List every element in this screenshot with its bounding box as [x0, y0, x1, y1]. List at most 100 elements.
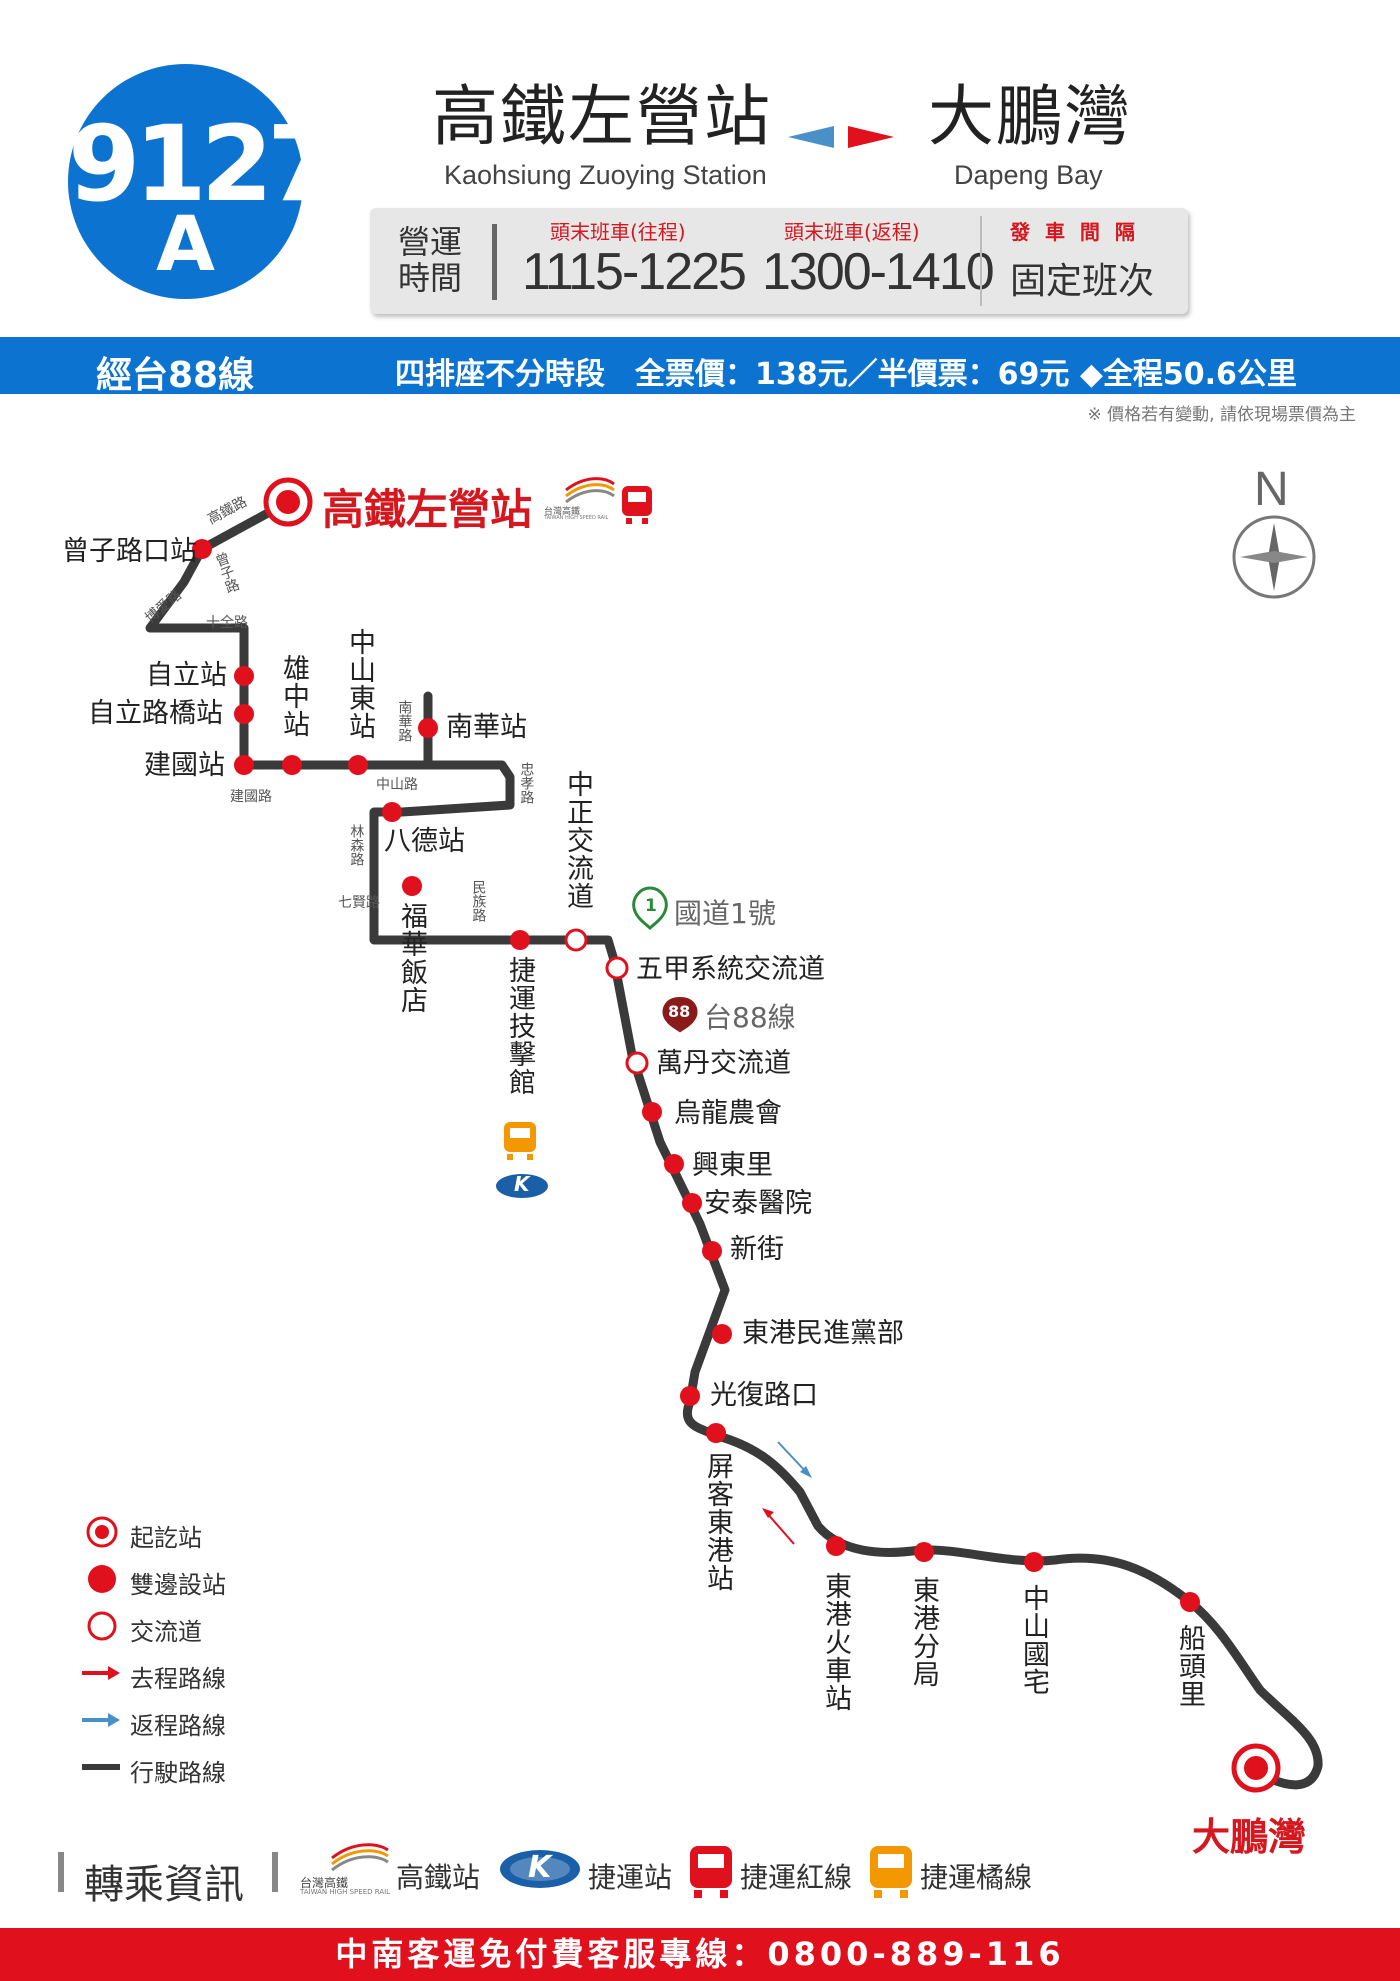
- interval-value: 固定班次: [1010, 261, 1155, 302]
- stop-dot: [192, 539, 212, 559]
- legend-stop-icon: [88, 1565, 116, 1593]
- road-label: 民族路: [470, 880, 487, 922]
- stop-label: 屏客東港站: [702, 1452, 733, 1592]
- route-line: [145, 497, 1323, 1790]
- info-band: 經台88線 四排座不分時段 全票價：138元／半價票：69元 ◆全程50.6公里: [0, 337, 1400, 396]
- divider: [492, 224, 497, 300]
- mrt-orange-line-icon: [504, 1122, 536, 1160]
- stop-label: 萬丹交流道: [656, 1048, 791, 1079]
- outbound-arrow-icon: [762, 1508, 774, 1518]
- via-route: 經台88線: [96, 355, 255, 396]
- stop-label: 光復路口: [710, 1380, 818, 1411]
- stop-label: 中山國宅: [1018, 1584, 1049, 1696]
- transfer-mrt-icon: [500, 1850, 580, 1888]
- transfer-title: 轉乘資訊: [84, 1862, 244, 1908]
- transfer-hsr-logo-english: TAIWAN HIGH SPEED RAIL: [300, 1888, 391, 1896]
- provincial-highway-number: 88: [668, 1002, 691, 1021]
- customer-service-footer: 中南客運免付費客服專線：0800-889-116: [0, 1928, 1400, 1981]
- road-label: 忠孝路: [518, 762, 535, 804]
- transfer-orange-line-label: 捷運橘線: [920, 1861, 1033, 1894]
- stop-dot: [402, 876, 422, 896]
- direction-arrows-icon: [788, 126, 894, 148]
- stop-label: 東港民進黨部: [742, 1318, 904, 1349]
- interchange-dot: [625, 1051, 649, 1075]
- stop-dot: [914, 1542, 934, 1562]
- hsr-logo-english: TAIWAN HIGH SPEED RAIL: [544, 515, 609, 521]
- destination-title: 大鵬灣: [928, 78, 1132, 155]
- stop-label: 自立站: [146, 660, 227, 691]
- stop-label: 八德站: [384, 826, 465, 857]
- divider: [272, 1852, 278, 1892]
- stop-dot: [234, 755, 254, 775]
- national-highway-number: 1: [645, 896, 657, 916]
- national-highway-label: 國道1號: [674, 897, 776, 930]
- operation-label-2: 時間: [398, 259, 463, 297]
- divider: [58, 1852, 64, 1892]
- road-label: 建國路: [230, 789, 272, 805]
- stop-dot: [1024, 1552, 1044, 1572]
- transfer-hsr-label: 高鐵站: [396, 1861, 481, 1894]
- destination-stop-label: 大鵬灣: [1192, 1815, 1307, 1859]
- north-label: N: [1254, 463, 1289, 516]
- transfer-red-line-icon: [690, 1846, 732, 1898]
- stop-label: 東港火車站: [820, 1572, 851, 1712]
- transfer-mrt-label: 捷運站: [588, 1861, 673, 1894]
- stop-label: 建國站: [144, 750, 225, 781]
- origin-english: Kaohsiung Zuoying Station: [444, 160, 767, 190]
- interchange-dot: [564, 928, 588, 952]
- mrt-logo-icon: [496, 1174, 548, 1198]
- interchange-dot: [605, 956, 629, 980]
- return-label: 頭末班車(返程): [784, 220, 920, 244]
- origin-stop-label: 高鐵左營站: [322, 485, 533, 534]
- transfer-hsr-logo-text: 台灣高鐵: [300, 1876, 349, 1890]
- destination-english: Dapeng Bay: [954, 160, 1103, 190]
- legend-outbound-icon: [108, 1666, 120, 1680]
- transfer-mrt-logo-letter: K: [528, 1850, 552, 1885]
- provincial-highway-label: 台88線: [704, 1001, 796, 1034]
- national-highway-icon: [632, 886, 668, 931]
- road-label: 七賢路: [338, 895, 380, 911]
- stop-dot: [418, 718, 438, 738]
- stop-dot: [510, 930, 530, 950]
- stop-dot: [234, 704, 254, 724]
- stop-label: 曾子路口站: [62, 536, 197, 567]
- fare-info: 四排座不分時段 全票價：138元／半價票：69元 ◆全程50.6公里: [395, 357, 1297, 392]
- divider: [980, 216, 982, 306]
- stop-dot: [642, 1102, 662, 1122]
- stop-label: 安泰醫院: [704, 1188, 812, 1219]
- route-badge: 9127 A: [68, 64, 339, 299]
- stop-label: 興東里: [692, 1150, 773, 1181]
- stop-label: 捷運技擊館: [504, 956, 535, 1096]
- stop-label: 東港分局: [908, 1576, 939, 1688]
- transfer-red-line-label: 捷運紅線: [740, 1861, 853, 1894]
- operation-label-1: 營運: [398, 223, 463, 261]
- stop-label: 福華飯店: [396, 902, 427, 1014]
- legend-interchange-icon: [87, 1611, 117, 1641]
- road-label: 南華路: [396, 700, 413, 742]
- stop-dot: [680, 1386, 700, 1406]
- stop-dot: [382, 802, 402, 822]
- price-note: ※ 價格若有變動, 請依現場票價為主: [1087, 405, 1356, 425]
- return-time: 1300-1410: [762, 243, 995, 301]
- route-suffix: A: [156, 199, 215, 288]
- road-label: 十全路: [206, 615, 248, 631]
- stop-dot: [234, 666, 254, 686]
- stop-label: 五甲系統交流道: [636, 954, 825, 985]
- stop-label: 自立路橋站: [88, 698, 223, 729]
- stop-label: 雄中站: [278, 654, 309, 738]
- outbound-time: 1115-1225: [522, 243, 747, 301]
- stop-dot: [702, 1241, 722, 1261]
- provincial-highway-icon: [660, 994, 700, 1035]
- stop-label: 船頭里: [1174, 1624, 1205, 1708]
- stop-dot: [706, 1423, 726, 1443]
- hsr-logo-icon: [565, 477, 615, 504]
- route-number: 9127: [68, 103, 339, 225]
- legend-return-icon: [108, 1713, 120, 1727]
- stop-label: 南華站: [446, 712, 527, 743]
- stop-label: 烏龍農會: [674, 1098, 782, 1129]
- stop-dot: [282, 755, 302, 775]
- stop-label: 中山東站: [344, 628, 375, 740]
- origin-title: 高鐵左營站: [432, 78, 772, 155]
- hsr-logo-text: 台灣高鐵: [544, 507, 581, 517]
